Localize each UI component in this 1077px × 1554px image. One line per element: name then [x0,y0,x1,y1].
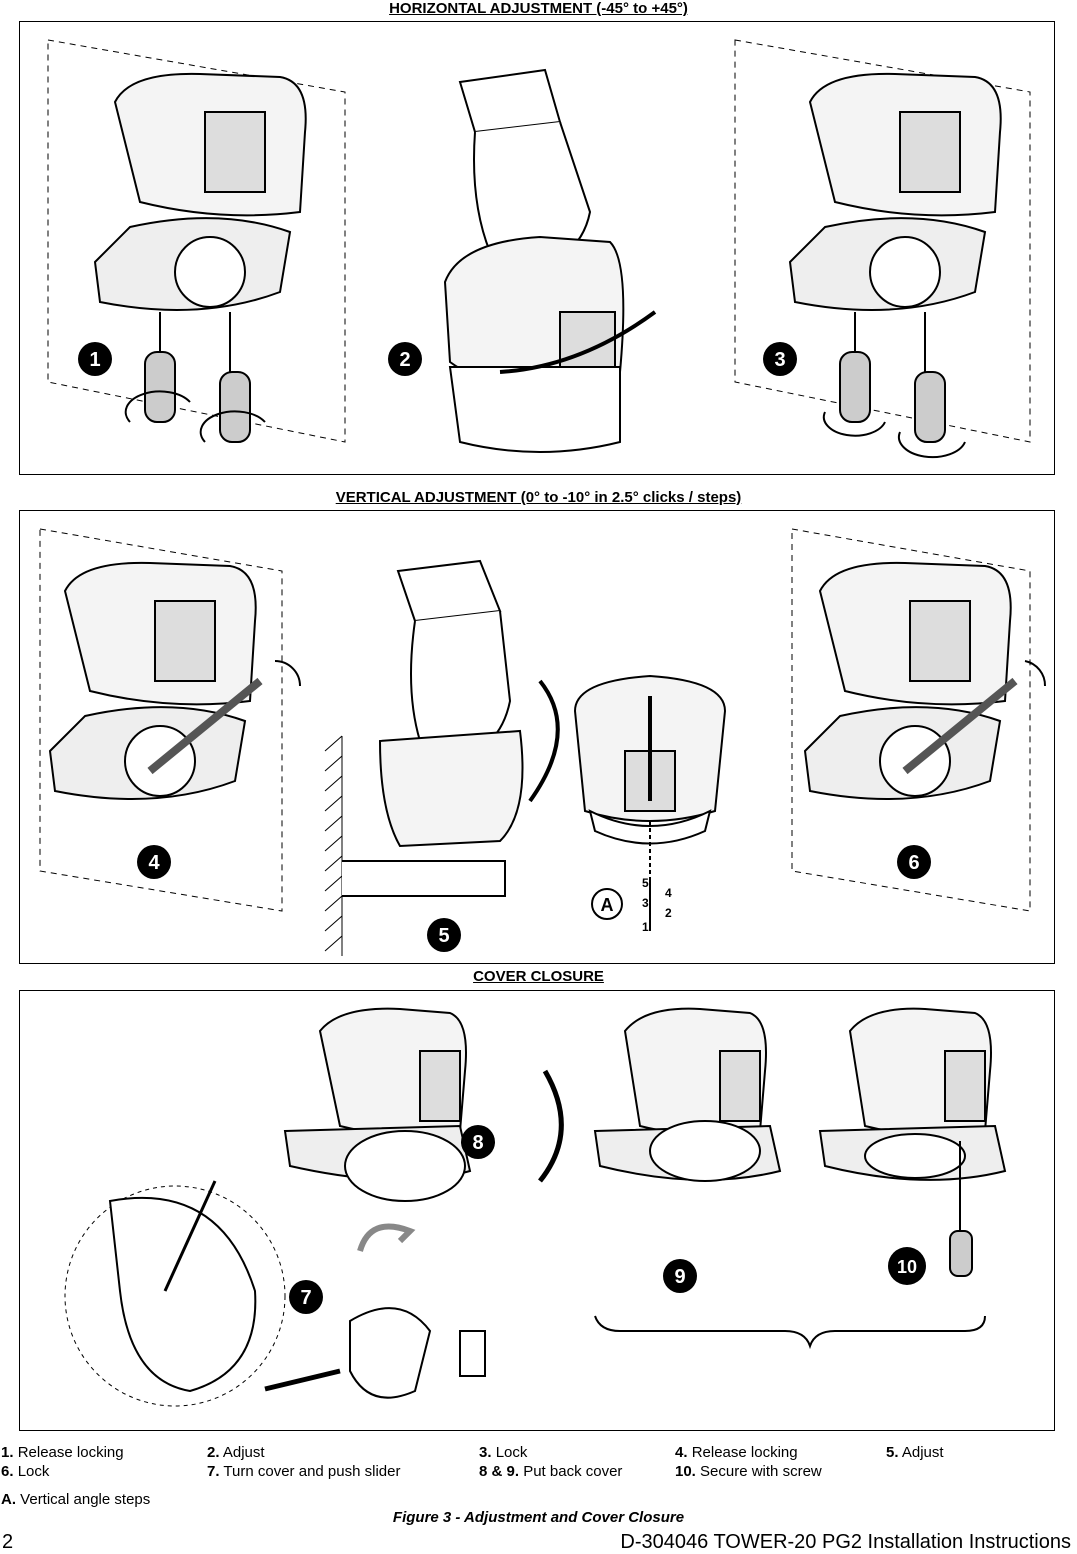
scale-mark-1: 1 [642,920,649,934]
svg-text:5: 5 [438,925,449,947]
page-number: 2 [2,1531,14,1553]
figure-caption: Figure 3 - Adjustment and Cover Closure [392,1509,685,1526]
section-title-vertical: VERTICAL ADJUSTMENT (0° to -10° in 2.5° … [335,489,742,506]
svg-text:9: 9 [674,1266,685,1288]
scale-mark-3: 3 [642,896,649,910]
legend-item-4: 4. Release locking [675,1444,798,1461]
svg-text:3: 3 [774,349,785,371]
step-badge-5 [427,918,461,952]
legend-item-3: 3. Lock [479,1444,528,1461]
step-badge-3 [763,342,797,376]
figure-panel-vertical: 4 5 6 A 5 4 3 2 1 [19,510,1055,964]
vertical-adjustment-illustration: 4 5 6 A 5 4 3 2 1 [39,528,1047,956]
legend-item-a: A. Vertical angle steps [1,1491,151,1508]
scale-mark-5: 5 [642,876,649,890]
legend-item-6: 6. Lock [1,1463,50,1480]
step-badge-1 [78,342,112,376]
horizontal-adjustment-illustration: 1 2 3 [47,39,1031,459]
svg-text:1: 1 [89,349,100,371]
step-badge-10 [888,1247,926,1285]
figure-panel-cover: 8 7 9 10 [19,990,1055,1431]
legend-item-7: 7. Turn cover and push slider [207,1463,401,1480]
document-title: D-304046 TOWER-20 PG2 Installation Instr… [620,1531,1071,1553]
scale-mark-2: 2 [665,906,672,920]
cover-closure-illustration: 8 7 9 10 [64,1007,1007,1407]
callout-a: A [601,895,614,915]
scale-mark-4: 4 [665,886,672,900]
svg-text:6: 6 [908,852,919,874]
step-badge-9 [663,1259,697,1293]
legend-item-5: 5. Adjust [886,1444,944,1461]
legend-item-2: 2. Adjust [207,1444,265,1461]
step-badge-4 [137,845,171,879]
legend-item-1: 1. Release locking [1,1444,124,1461]
legend-item-8-9: 8 & 9. Put back cover [479,1463,623,1480]
step-badge-6 [897,845,931,879]
step-badge-8 [461,1125,495,1159]
section-title-horizontal: HORIZONTAL ADJUSTMENT (-45° to +45°) [389,0,688,17]
figure-panel-horizontal: 1 2 3 [19,21,1055,475]
svg-text:2: 2 [399,349,410,371]
step-badge-2 [388,342,422,376]
section-title-cover: COVER CLOSURE [473,968,604,985]
legend-item-10: 10. Secure with screw [675,1463,822,1480]
svg-text:10: 10 [897,1257,917,1277]
svg-text:8: 8 [472,1132,483,1154]
svg-text:4: 4 [148,852,160,874]
step-badge-7 [289,1280,323,1314]
callout-a-circle [591,888,623,920]
svg-text:7: 7 [300,1287,311,1309]
